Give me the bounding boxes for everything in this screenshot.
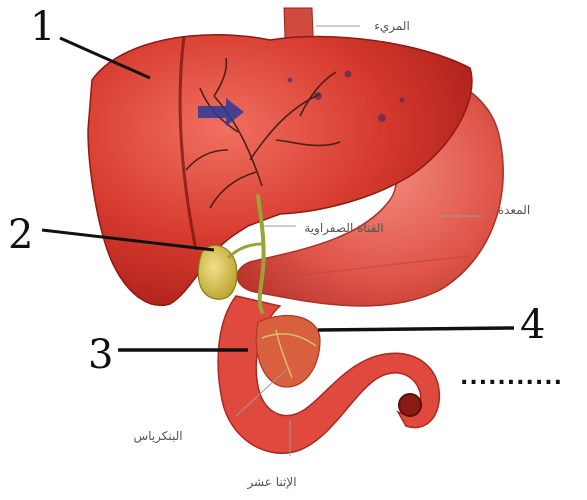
duodenum (218, 296, 439, 453)
label-pancreas: البنكرياس (133, 429, 182, 444)
label-esophagus: المريء (374, 19, 410, 34)
answer-blank: ........... (460, 365, 563, 390)
marker-3: 3 (88, 332, 113, 378)
label-duodenum: الإثنا عشر (246, 475, 296, 490)
marker-2: 2 (8, 212, 33, 258)
pointer-line-4 (318, 328, 514, 330)
pancreas (256, 316, 320, 388)
label-stomach: المعدة (498, 203, 530, 217)
label-bile-duct: القناة الصفراوية (304, 221, 383, 236)
marker-1: 1 (30, 4, 55, 50)
marker-4: 4 (520, 302, 545, 348)
